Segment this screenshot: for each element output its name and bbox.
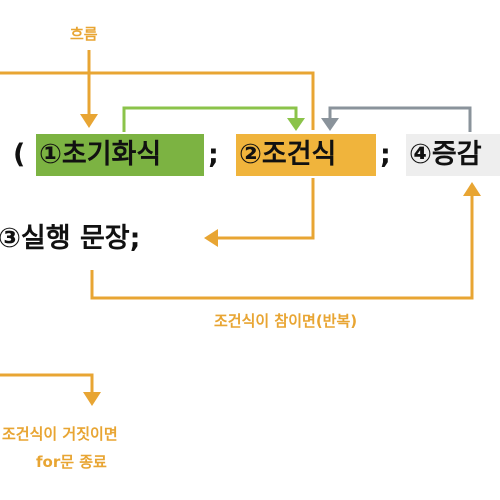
init-to-condition-arrow bbox=[122, 106, 298, 132]
semicolon-2: ; bbox=[380, 139, 391, 170]
loop-back-arrowhead bbox=[463, 182, 481, 196]
loop-back-arrow bbox=[90, 194, 474, 300]
exit-arrowhead bbox=[83, 392, 101, 406]
flow-label: 흐름 bbox=[70, 25, 98, 43]
increment-expression: ④증감 bbox=[406, 134, 500, 176]
exit-arrow bbox=[0, 373, 94, 394]
condition-false-label-line1: 조건식이 거짓이면 bbox=[2, 425, 118, 443]
open-paren: ( bbox=[13, 139, 26, 170]
increment-to-condition-arrow bbox=[328, 106, 472, 132]
flow-arrow-top bbox=[0, 71, 315, 130]
condition-expression: ②조건식 bbox=[236, 134, 376, 176]
flow-label-arrowhead bbox=[80, 114, 98, 128]
condition-to-body-arrow bbox=[216, 178, 315, 240]
init-to-condition-arrowhead bbox=[287, 118, 305, 131]
semicolon-1: ; bbox=[208, 139, 219, 170]
increment-to-condition-arrowhead bbox=[321, 118, 339, 131]
init-expression: ①초기화식 bbox=[36, 134, 204, 176]
condition-false-label-line2: for문 종료 bbox=[36, 453, 107, 471]
condition-true-label: 조건식이 참이면(반복) bbox=[214, 312, 358, 330]
body-statement: ③실행 문장; bbox=[0, 223, 141, 254]
condition-to-body-arrowhead bbox=[204, 229, 218, 247]
